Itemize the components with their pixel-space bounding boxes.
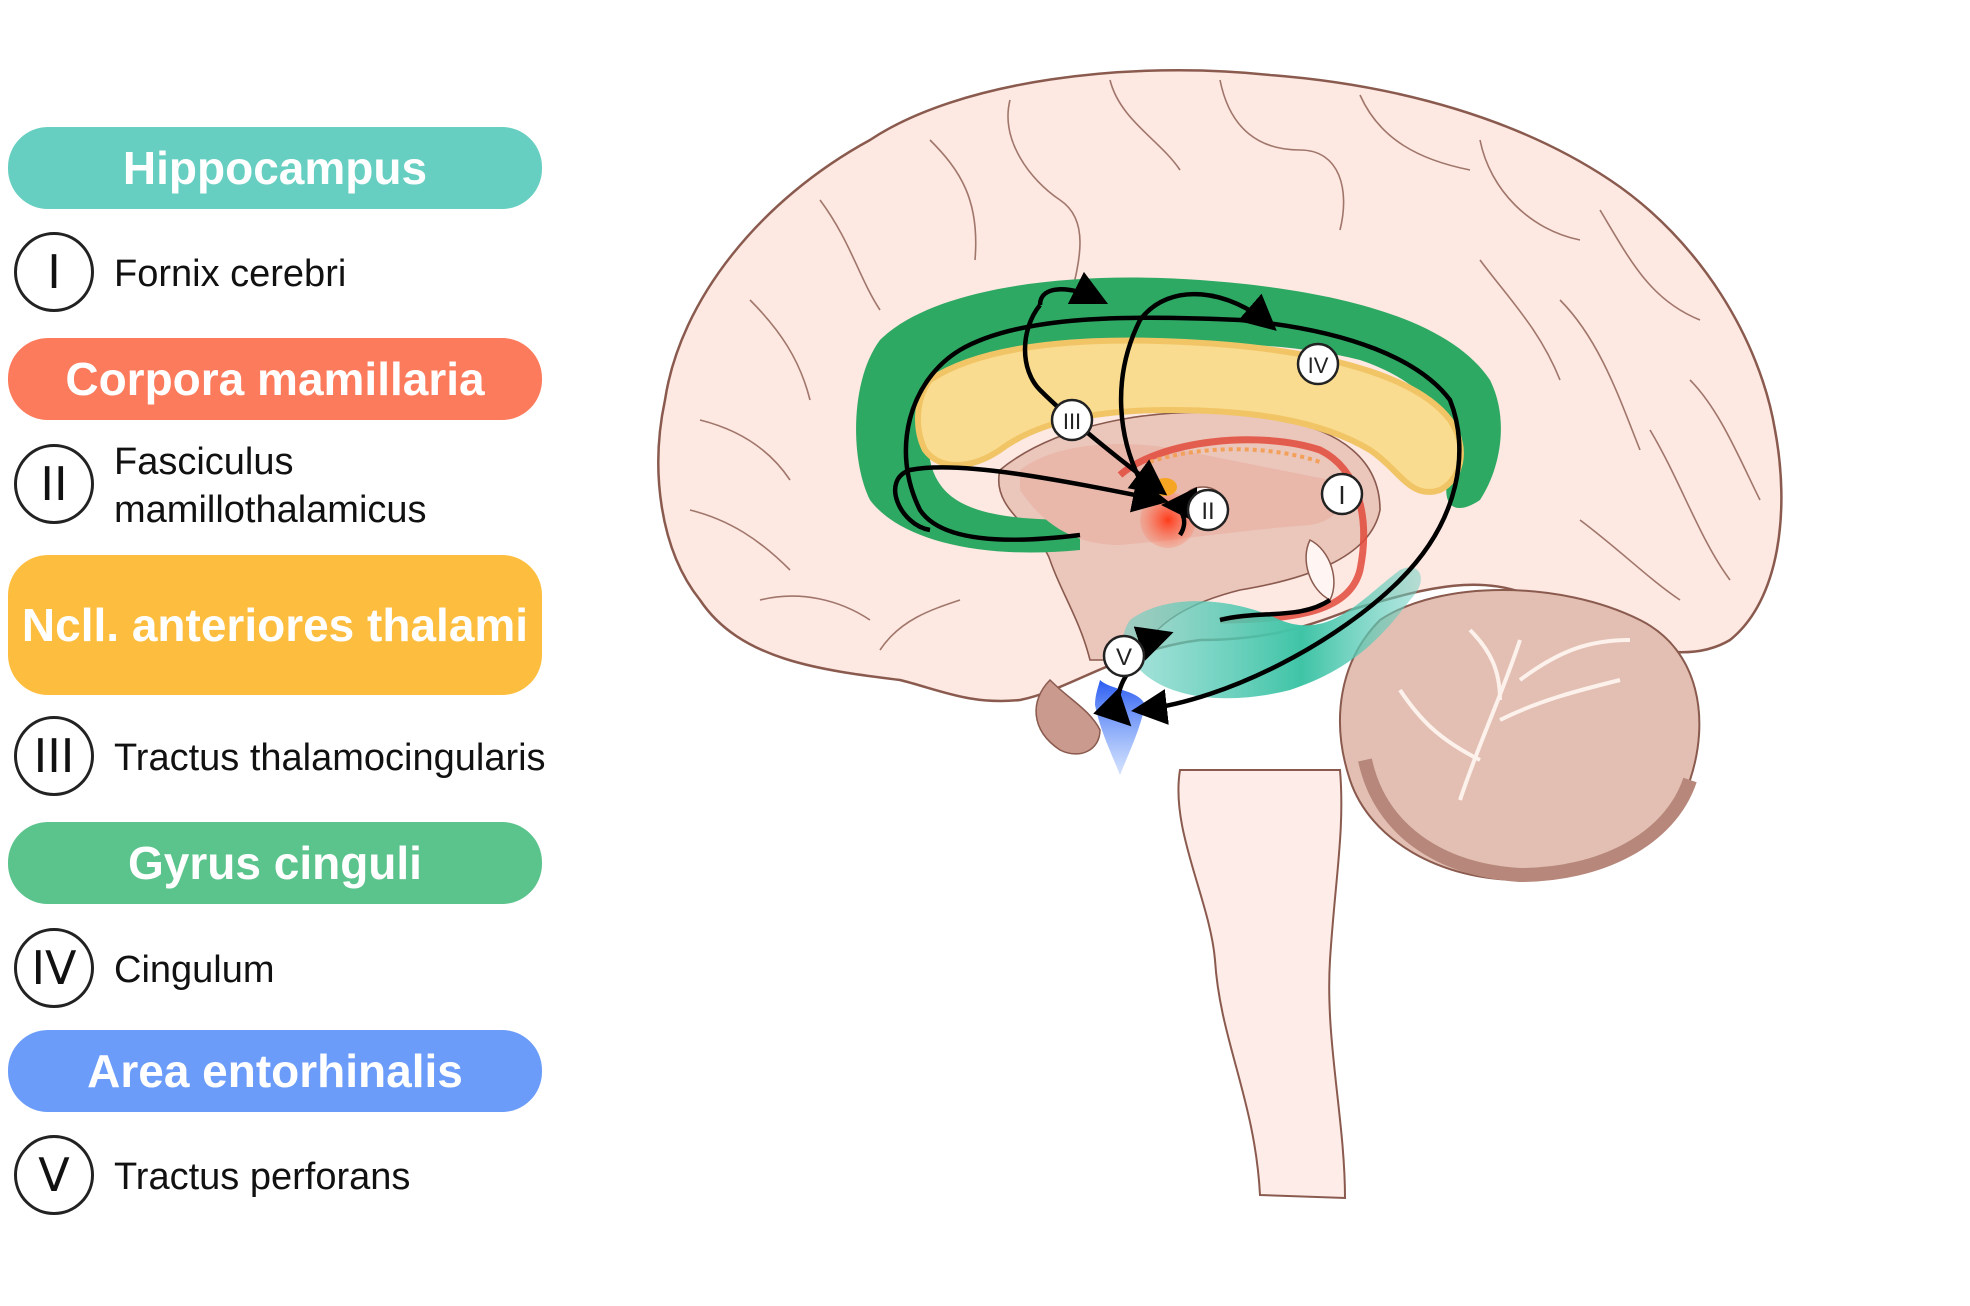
legend-cingulum: IV Cingulum xyxy=(14,926,554,1016)
diagram-label-V: V xyxy=(1102,634,1146,678)
diagram-label-II: II xyxy=(1186,488,1230,532)
pathway-label: Tractus perforans xyxy=(114,1156,411,1198)
mamillary-body xyxy=(1140,492,1196,548)
pathway-label: Tractus thalamocingularis xyxy=(114,737,546,779)
hippocampus-region xyxy=(1123,567,1421,699)
numeral-badge: IV xyxy=(14,928,94,1008)
papez-circuit-arrows xyxy=(892,271,1462,727)
brain-diagram: I II III IV V xyxy=(640,0,1970,1301)
pathway-label: Cingulum xyxy=(114,949,275,991)
diagram-label-III: III xyxy=(1050,398,1094,442)
cerebellum xyxy=(1339,589,1701,883)
numeral-badge: V xyxy=(14,1135,94,1215)
legend-thalamocingularis: III Tractus thalamocingularis xyxy=(14,714,554,804)
pituitary xyxy=(1035,678,1101,755)
legend-area-entorhinalis: Area entorhinalis xyxy=(8,1030,542,1112)
legend-fasciculus: II Fasciculus mamillothalamicus xyxy=(14,441,554,532)
legend-perforans: V Tractus perforans xyxy=(14,1133,554,1223)
fornix-dots xyxy=(1149,447,1321,464)
sulci xyxy=(689,79,1761,651)
brain-svg: I II III IV V xyxy=(657,69,1783,1200)
legend: Hippocampus I Fornix cerebri Corpora mam… xyxy=(0,0,560,1301)
svg-text:II: II xyxy=(1201,498,1214,525)
diagram-label-I: I xyxy=(1320,472,1364,516)
legend-fornix: I Fornix cerebri xyxy=(14,230,554,320)
svg-text:I: I xyxy=(1338,480,1345,510)
legend-ncll-anteriores: Ncll. anteriores thalami xyxy=(8,555,542,695)
pathway-label: Fornix cerebri xyxy=(114,253,347,295)
numeral-badge: III xyxy=(14,716,94,796)
svg-text:III: III xyxy=(1063,409,1081,434)
legend-corpora-mamillaria: Corpora mamillaria xyxy=(8,338,542,420)
pathway-label: Fasciculus mamillothalamicus xyxy=(114,441,427,531)
brainstem xyxy=(1177,769,1347,1200)
legend-hippocampus: Hippocampus xyxy=(8,127,542,209)
diagram-label-IV: IV xyxy=(1296,342,1340,386)
svg-text:V: V xyxy=(1116,644,1132,671)
legend-gyrus-cinguli: Gyrus cinguli xyxy=(8,822,542,904)
svg-text:IV: IV xyxy=(1308,353,1329,378)
numeral-badge: II xyxy=(14,444,94,524)
numeral-badge: I xyxy=(14,232,94,312)
